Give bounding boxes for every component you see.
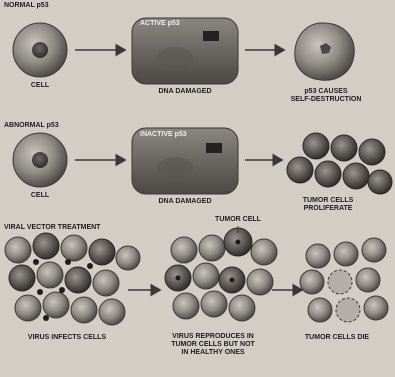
stage1-cluster <box>5 233 140 325</box>
stage1-label: VIRUS INFECTS CELLS <box>12 334 122 342</box>
row2-heading: ABNORMAL p53 <box>4 122 124 130</box>
box-nucleus <box>157 157 193 179</box>
row1-cell-label: CELL <box>18 82 62 90</box>
p53-marker <box>203 31 219 41</box>
row1-result-label-1: p53 CAUSES <box>284 88 368 96</box>
stage2-label-2: TUMOR CELLS BUT NOT <box>158 341 268 349</box>
row2-box-label: DNA DAMAGED <box>140 198 230 206</box>
tumor-cell-icon <box>315 161 341 187</box>
row1-box-tag: ACTIVE p53 <box>140 20 210 28</box>
tumor-cluster <box>287 133 392 194</box>
stage3-cluster <box>300 238 388 322</box>
cell-nucleus <box>32 152 48 168</box>
box-nucleus <box>157 47 193 69</box>
p53-marker <box>206 143 222 153</box>
tumor-cell-icon <box>331 135 357 161</box>
row1-result-label-2: SELF-DESTRUCTION <box>284 96 368 104</box>
row2-result-label-2: PROLIFERATE <box>288 205 368 213</box>
tumor-cell-label: TUMOR CELL <box>208 216 268 224</box>
tumor-cell-icon <box>368 170 392 194</box>
tumor-cell-icon <box>343 163 369 189</box>
tumor-cell-icon <box>303 133 329 159</box>
tumor-cell-icon <box>359 139 385 165</box>
row3-group <box>5 226 388 325</box>
row1-box-label: DNA DAMAGED <box>140 88 230 96</box>
row2-box-tag: INACTIVE p53 <box>140 131 220 139</box>
row1-heading: NORMAL p53 <box>4 2 124 10</box>
stage2-cluster <box>165 226 277 321</box>
row3-heading: VIRAL VECTOR TREATMENT <box>4 224 154 232</box>
stage3-label: TUMOR CELLS DIE <box>292 334 382 342</box>
row2-result-label-1: TUMOR CELLS <box>288 197 368 205</box>
cell-nucleus <box>32 42 48 58</box>
stage2-label-1: VIRUS REPRODUCES IN <box>158 333 268 341</box>
row2-cell-label: CELL <box>18 192 62 200</box>
stage2-label-3: IN HEALTHY ONES <box>158 349 268 357</box>
tumor-cell-icon <box>287 157 313 183</box>
